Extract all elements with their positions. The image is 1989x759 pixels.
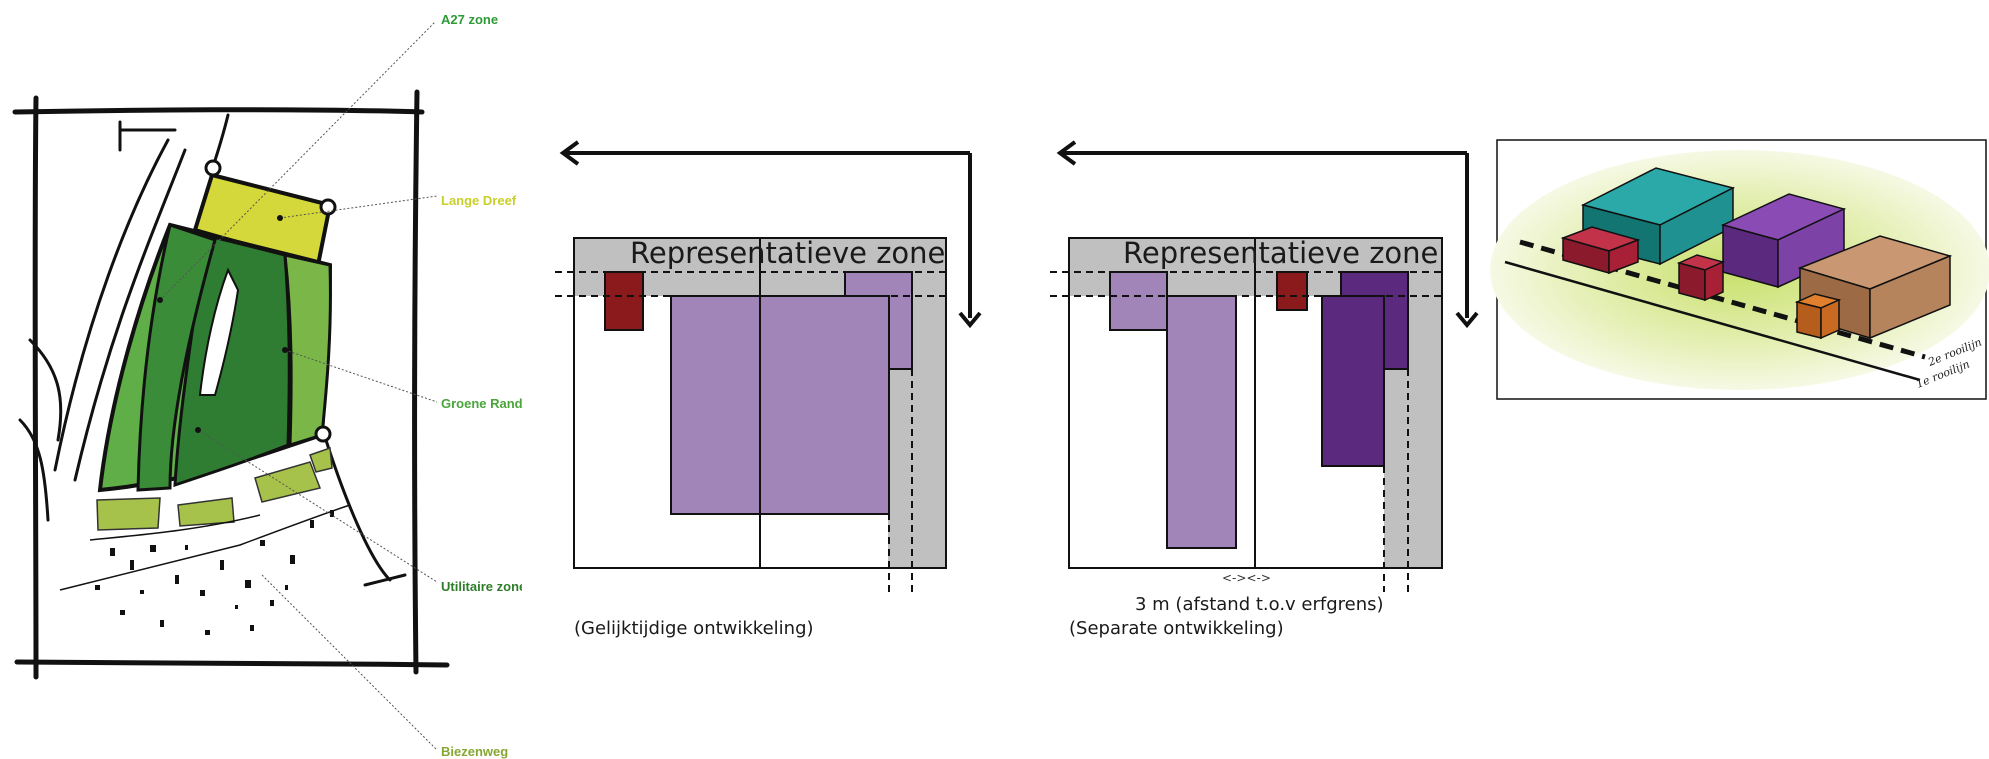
iso-building-purple	[1720, 193, 1847, 289]
iso-building-red-2	[1676, 254, 1726, 302]
zone-label-right: Representatieve zone	[1123, 236, 1438, 270]
road-lines	[18, 113, 407, 587]
arrow-return-2	[1062, 151, 1469, 318]
building-purple-main	[1321, 295, 1385, 467]
arrow-head-left-2	[1056, 140, 1077, 166]
diagram-separate: Representatieve zone <-><-> 3 m (afstand…	[1050, 140, 1479, 639]
biezenweg-patches	[96, 446, 333, 531]
speckled-area	[198, 267, 240, 396]
caption-right: (Separate ontwikkeling)	[1069, 618, 1284, 639]
label-biezenweg: Biezenweg	[441, 744, 508, 759]
dimension-marks: <-><->	[1222, 571, 1271, 585]
building-red-2	[1276, 271, 1308, 311]
leader-lines	[159, 21, 438, 751]
arrow-head-left	[559, 140, 580, 166]
sketch-frame	[12, 89, 450, 680]
label-utilitaire-zone: Utilitaire zone	[441, 579, 526, 594]
label-groene-rand: Groene Rand	[441, 396, 523, 411]
iso-building-teal	[1580, 167, 1736, 266]
zone-green-left	[136, 223, 217, 492]
zone-green-right	[283, 253, 332, 448]
arrow-return	[565, 151, 972, 318]
building-lilac-main	[670, 295, 890, 515]
building-lilac-small	[1109, 271, 1168, 331]
iso-building-orange	[1794, 293, 1842, 340]
node-south	[314, 425, 332, 443]
diagram-simultaneous: Representatieve zone (Gelijktijdige ontw…	[555, 140, 982, 639]
label-crop	[522, 0, 552, 759]
caption-left: (Gelijktijdige ontwikkeling)	[574, 618, 814, 639]
arrow-head-down-2	[1455, 311, 1479, 329]
distance-note: 3 m (afstand t.o.v erfgrens)	[1135, 594, 1384, 615]
zone-label-left: Representatieve zone	[630, 236, 945, 270]
node-east	[319, 198, 337, 216]
building-lilac-tall	[1166, 295, 1237, 549]
building-red	[604, 271, 644, 331]
arrow-head-down	[958, 311, 982, 329]
sketch-waves	[59, 504, 351, 591]
isometric-view: 2e rooilijn 1e rooilijn	[1490, 139, 1989, 400]
site-sketch	[12, 89, 450, 680]
label-a27-zone: A27 zone	[441, 12, 498, 27]
sketch-speckles	[95, 510, 334, 635]
node-north	[204, 159, 222, 177]
iso-building-red-1	[1560, 226, 1641, 275]
label-lange-dreef: Lange Dreef	[441, 193, 517, 208]
